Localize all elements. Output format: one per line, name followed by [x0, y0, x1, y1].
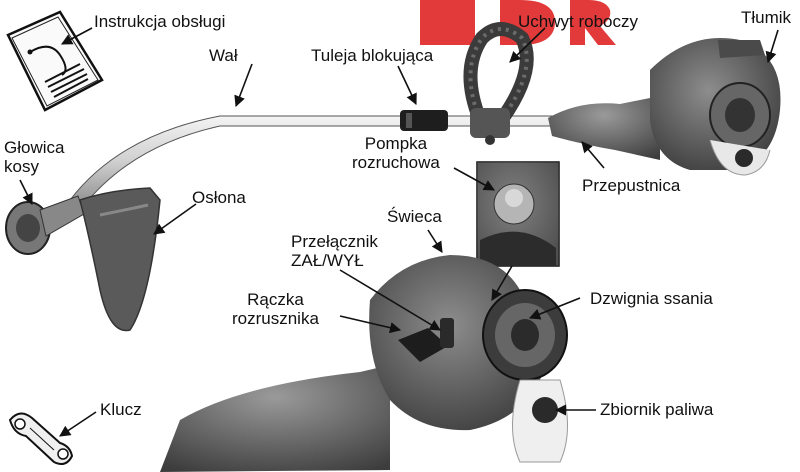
trimmer-head — [6, 196, 84, 254]
label-zbiornik: Zbiornik paliwa — [600, 400, 713, 419]
manual-booklet — [8, 12, 102, 110]
locking-sleeve — [400, 110, 448, 131]
label-wal: Wał — [209, 46, 238, 65]
label-tuleja: Tuleja blokująca — [311, 46, 433, 65]
label-pompka: Pompka rozruchowa — [352, 134, 440, 172]
arrow-oslona — [154, 204, 196, 234]
engine-top — [548, 38, 781, 175]
label-przelacznik-line2: ZAŁ/WYŁ — [291, 251, 378, 270]
label-glowica-line1: Głowica — [4, 138, 64, 157]
label-przepustnica: Przepustnica — [582, 176, 680, 195]
guard — [80, 188, 160, 331]
assist-handle — [470, 29, 527, 145]
label-przelacznik: Przełącznik ZAŁ/WYŁ — [291, 232, 378, 270]
arrow-swieca — [428, 230, 442, 252]
arrow-wal — [236, 64, 252, 106]
label-klucz: Klucz — [100, 400, 142, 419]
label-tlumik: Tłumik — [741, 8, 791, 27]
arrow-tuleja — [398, 66, 416, 104]
label-dzwignia: Dzwignia ssania — [590, 289, 713, 308]
label-pompka-line2: rozruchowa — [352, 153, 440, 172]
label-glowica: Głowica kosy — [4, 138, 64, 176]
label-swieca: Świeca — [387, 207, 442, 226]
label-glowica-line2: kosy — [4, 157, 64, 176]
label-raczka-line1: Rączka — [232, 290, 319, 309]
engine-main — [160, 255, 568, 472]
label-instrukcja: Instrukcja obsługi — [94, 12, 225, 31]
label-przelacznik-line1: Przełącznik — [291, 232, 378, 251]
label-raczka: Rączka rozrusznika — [232, 290, 319, 328]
label-oslona: Osłona — [192, 188, 246, 207]
arrow-glowica — [20, 180, 32, 204]
wrench — [10, 413, 72, 464]
label-pompka-line1: Pompka — [352, 134, 440, 153]
label-uchwyt: Uchwyt roboczy — [518, 12, 638, 31]
arrow-klucz — [60, 412, 96, 436]
primer-inset — [477, 162, 559, 266]
label-raczka-line2: rozrusznika — [232, 309, 319, 328]
arrow-tlumik — [768, 30, 778, 62]
